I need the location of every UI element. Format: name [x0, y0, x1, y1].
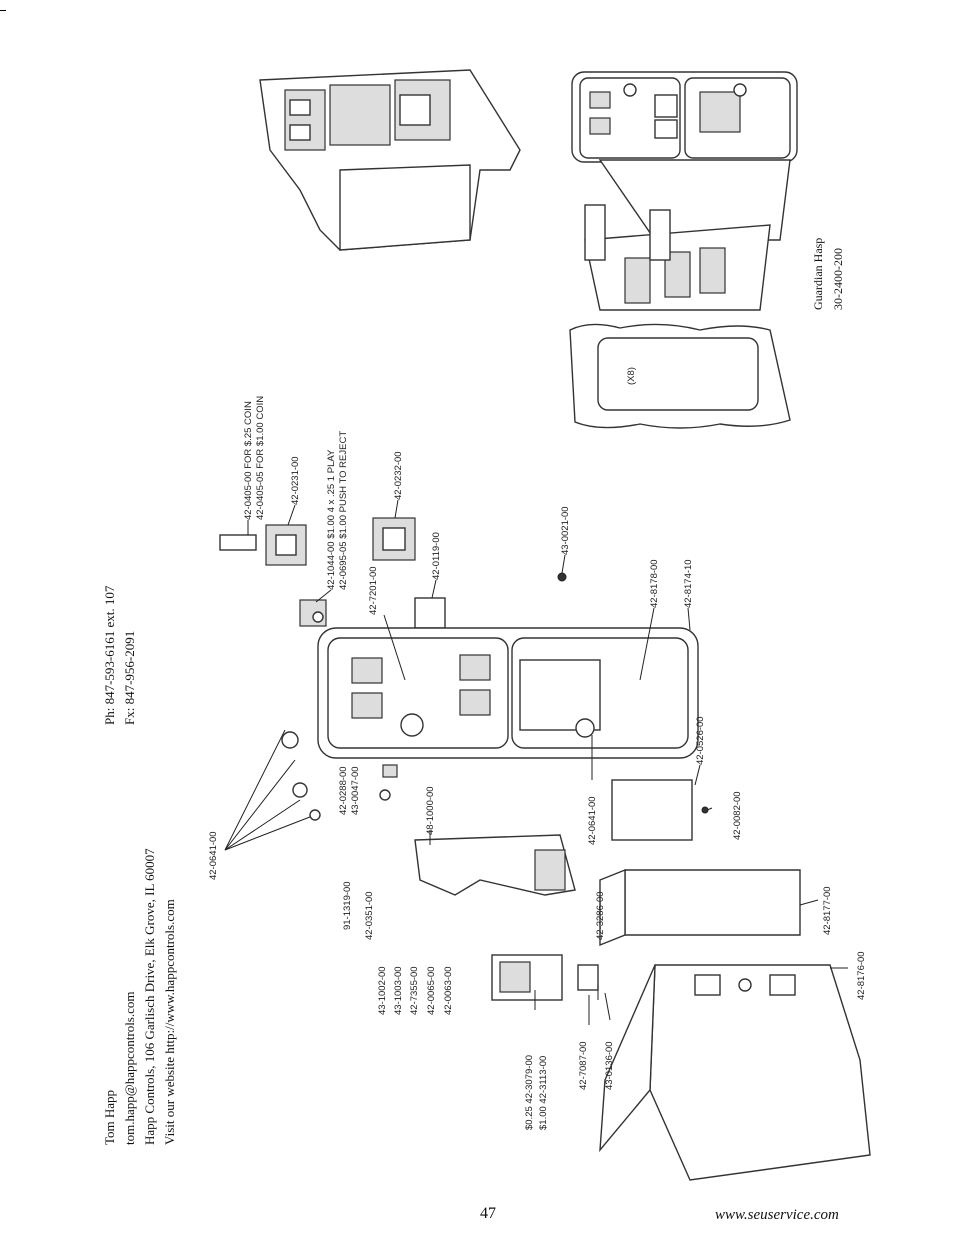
footer-url[interactable]: www.seuservice.com — [715, 1207, 839, 1223]
callout-42-0119-00: 42-0119-00 — [431, 532, 442, 580]
callout-42-3113-00: $1.00 42-3113-00 — [538, 1056, 549, 1130]
callout-42-8176-00: 42-8176-00 — [856, 951, 867, 1000]
callout-42-0082-00: 42-0082-00 — [732, 791, 743, 840]
callout-42-8177-00: 42-8177-00 — [822, 886, 833, 935]
main-door-illustration — [317, 627, 699, 759]
coin-door-assembly-illustration — [259, 69, 521, 251]
callout-x8: (X8) — [626, 367, 637, 385]
callout-42-0231-00: 42-0231-00 — [290, 456, 301, 505]
callout-42-0405-05: 42-0405-05 FOR $1.00 COIN — [255, 396, 266, 520]
callout-42-0405-00: 42-0405-00 FOR $.25 COIN — [243, 401, 254, 520]
callout-42-0641-00-keys: 42-0641-00 — [208, 831, 219, 880]
callout-42-0232-00: 42-0232-00 — [393, 451, 404, 500]
callout-42-7087-00: 42-7087-00 — [578, 1041, 589, 1090]
small-parts-illustration — [219, 517, 567, 629]
callout-42-0695-05: 42-0695-05 $1.00 PUSH TO REJECT — [338, 431, 349, 590]
lock-hardware-illustration — [224, 729, 398, 851]
callout-42-8178-00: 42-8178-00 — [649, 559, 660, 608]
callout-42-8174-10: 42-8174-10 — [683, 559, 694, 608]
hasp-door-illustration — [569, 71, 798, 429]
coin-mech-bracket-illustration — [414, 779, 709, 1001]
callout-42-0351-00: 42-0351-00 — [364, 891, 375, 940]
callout-91-1319-00: 91-1319-00 — [342, 881, 353, 930]
callout-42-7201-00: 42-7201-00 — [368, 566, 379, 615]
callout-48-1000-00: 48-1000-00 — [425, 786, 436, 835]
callout-43-0047-00: 43-0047-00 — [350, 766, 361, 815]
callout-42-0065-00: 42-0065-00 — [426, 966, 437, 1015]
callout-42-0641-00: 42-0641-00 — [587, 796, 598, 845]
callout-42-3079-00: $0.25 42-3079-00 — [524, 1055, 535, 1130]
callout-43-0136-00: 43-0136-00 — [604, 1041, 615, 1090]
callout-42-1044-00: 42-1044-00 $1.00 4 x .25 1 PLAY — [326, 449, 337, 590]
callout-42-0063-00: 42-0063-00 — [443, 966, 454, 1015]
callout-42-3286-00: 42-3286-00 — [595, 891, 606, 940]
callout-42-0526-00: 42-0526-00 — [695, 716, 706, 765]
coin-box-illustration — [599, 868, 871, 1181]
callout-42-0288-00: 42-0288-00 — [338, 766, 349, 815]
page-number: 47 — [480, 1205, 496, 1222]
callout-43-0021-00: 43-0021-00 — [560, 506, 571, 555]
callout-43-1003-00: 43-1003-00 — [393, 966, 404, 1015]
leader-lines — [247, 499, 848, 1025]
callout-42-7355-00: 42-7355-00 — [409, 966, 420, 1015]
corner-mark — [0, 10, 6, 11]
part-callouts: 42-0405-00 FOR $.25 COIN 42-0405-05 FOR … — [208, 367, 867, 1130]
callout-43-1002-00: 43-1002-00 — [377, 966, 388, 1015]
